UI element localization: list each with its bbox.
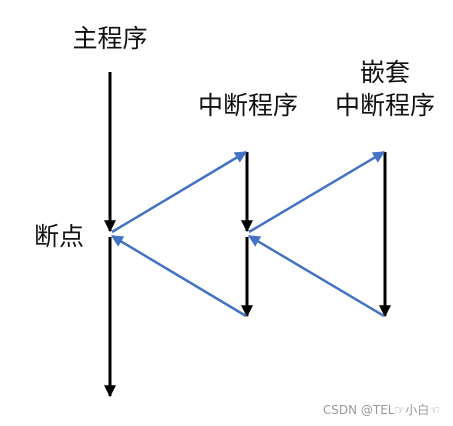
breakpoint-label: 断点: [34, 222, 84, 251]
nested-label-line1: 嵌套: [360, 58, 410, 87]
interrupt-program-label: 中断程序: [198, 91, 298, 120]
watermark: CSDN @TEL☞小白☜: [323, 402, 440, 417]
jump-to-nested-interrupt-arrow: [248, 150, 386, 234]
nested-interrupt-program-label: 中断程序: [335, 91, 435, 120]
main-program-label: 主程序: [72, 24, 147, 53]
return-to-main-arrow: [110, 234, 247, 318]
jump-to-interrupt-arrow: [111, 150, 248, 234]
return-to-interrupt-arrow: [247, 234, 385, 318]
